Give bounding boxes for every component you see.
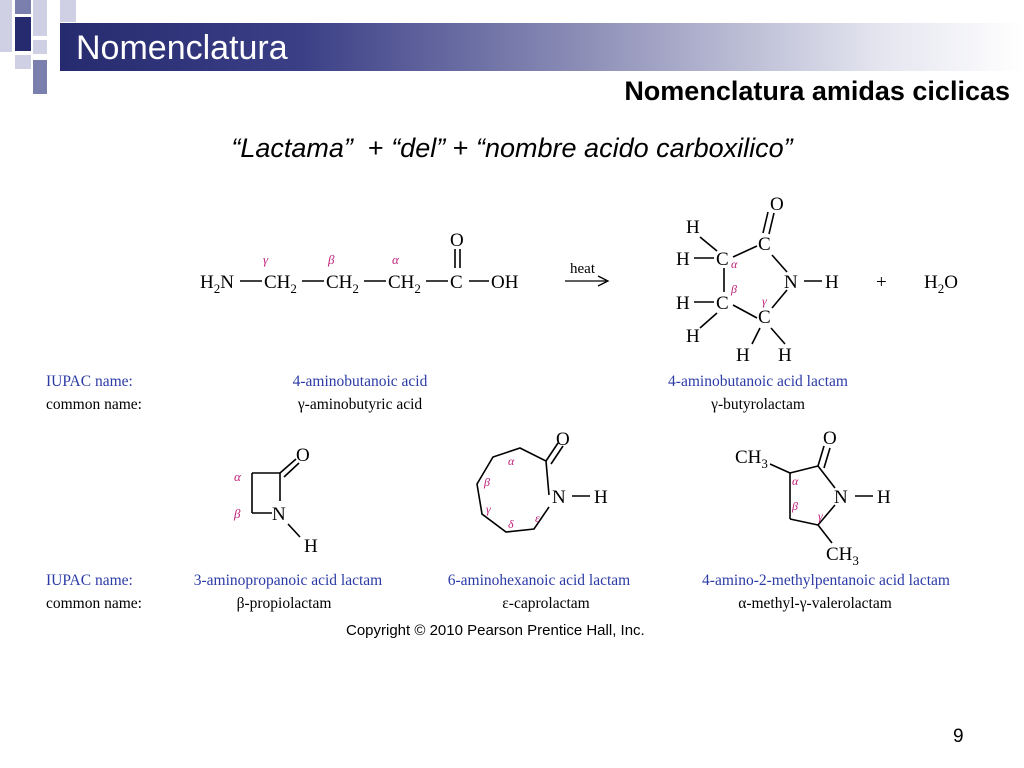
svg-text:ε: ε	[535, 511, 540, 525]
example-common-name: ε-caprolactam	[502, 595, 589, 612]
svg-text:γ: γ	[818, 509, 823, 523]
product-common-name: γ-butyrolactam	[710, 396, 805, 413]
reactant-common-name: γ-aminobutyric acid	[297, 396, 423, 413]
svg-text:O: O	[823, 428, 837, 449]
caprolactam-structure: O N H α β γ δ ε	[476, 429, 608, 533]
common-label: common name:	[46, 396, 142, 413]
iupac-label: IUPAC name:	[46, 373, 133, 390]
example-names: IUPAC name: common name: 3-aminopropanoi…	[46, 572, 950, 612]
example-iupac-name: 3-aminopropanoic acid lactam	[194, 572, 383, 589]
svg-text:CH3: CH3	[826, 544, 859, 568]
svg-text:O: O	[556, 429, 570, 450]
svg-text:N: N	[552, 487, 566, 508]
slide-subtitle: Nomenclatura amidas ciclicas	[624, 76, 1010, 106]
copyright-notice: Copyright © 2010 Pearson Prentice Hall, …	[346, 622, 645, 639]
product-iupac-name: 4-aminobutanoic acid lactam	[668, 373, 848, 390]
svg-text:CH3: CH3	[735, 447, 768, 471]
svg-text:C: C	[716, 249, 729, 270]
example-iupac-name: 6-aminohexanoic acid lactam	[448, 572, 630, 589]
svg-text:γ: γ	[486, 502, 491, 516]
formula-plus: +	[367, 133, 384, 163]
formula-lactama: “Lactama”	[231, 133, 353, 163]
svg-text:H: H	[686, 217, 700, 238]
title-bar	[60, 23, 1024, 71]
svg-text:N: N	[784, 272, 798, 293]
reaction-arrow: heat	[565, 261, 610, 287]
propiolactam-structure: O N H α β	[233, 445, 318, 557]
naming-formula: “Lactama” + “del” + “nombre acido carbox…	[0, 133, 1024, 164]
svg-text:H2N: H2N	[200, 272, 234, 296]
svg-text:H: H	[676, 293, 690, 314]
reactant-structure: H2N CH2 CH2 CH2 C OH O γ β α	[200, 230, 519, 296]
valerolactam-structure: O N H CH3 CH3 α β γ	[735, 428, 891, 568]
svg-text:α: α	[508, 454, 515, 468]
svg-text:O: O	[450, 230, 464, 251]
svg-text:H: H	[778, 345, 792, 366]
svg-text:CH2: CH2	[264, 272, 297, 296]
svg-text:β: β	[791, 499, 798, 513]
svg-text:β: β	[730, 282, 737, 296]
title-decoration	[0, 0, 76, 94]
svg-text:H: H	[304, 536, 318, 557]
svg-text:N: N	[834, 487, 848, 508]
svg-text:α: α	[731, 257, 738, 271]
example-common-name: β-propiolactam	[237, 595, 332, 612]
reaction-names: IUPAC name: common name: 4-aminobutanoic…	[46, 373, 848, 413]
svg-text:β: β	[233, 506, 241, 521]
formula-acid-name: “nombre acido carboxilico”	[476, 133, 793, 163]
svg-text:C: C	[758, 307, 771, 328]
svg-text:C: C	[758, 234, 771, 255]
svg-text:N: N	[272, 504, 286, 525]
svg-text:β: β	[327, 252, 335, 267]
svg-text:C: C	[450, 272, 463, 293]
svg-text:H2O: H2O	[924, 272, 958, 296]
svg-text:C: C	[716, 293, 729, 314]
svg-text:α: α	[792, 474, 799, 488]
chemistry-figure: H2N CH2 CH2 CH2 C OH O γ β α heat O C	[46, 194, 958, 612]
svg-text:H: H	[825, 272, 839, 293]
arrow-label: heat	[570, 261, 596, 277]
common-label: common name:	[46, 595, 142, 612]
svg-text:CH2: CH2	[326, 272, 359, 296]
svg-text:α: α	[234, 469, 242, 484]
svg-text:H: H	[686, 326, 700, 347]
iupac-label: IUPAC name:	[46, 572, 133, 589]
example-common-name: α-methyl-γ-valerolactam	[738, 595, 892, 612]
svg-text:γ: γ	[762, 294, 767, 308]
formula-del: “del”	[391, 133, 446, 163]
svg-text:δ: δ	[508, 517, 514, 531]
product-structure: O C C N C C H H H H H H H α β γ + H2O	[676, 194, 958, 366]
page-number: 9	[953, 726, 964, 747]
svg-text:H: H	[877, 487, 891, 508]
svg-text:H: H	[594, 487, 608, 508]
svg-text:β: β	[483, 475, 490, 489]
reactant-iupac-name: 4-aminobutanoic acid	[293, 373, 428, 390]
svg-text:α: α	[392, 252, 400, 267]
svg-text:H: H	[736, 345, 750, 366]
svg-text:OH: OH	[491, 272, 519, 293]
svg-text:γ: γ	[263, 252, 269, 267]
svg-text:H: H	[676, 249, 690, 270]
example-iupac-name: 4-amino-2-methylpentanoic acid lactam	[702, 572, 950, 589]
formula-plus: +	[452, 133, 469, 163]
slide-title: Nomenclatura	[76, 29, 288, 67]
byproduct-plus: +	[876, 272, 887, 293]
svg-text:O: O	[770, 194, 784, 215]
svg-text:O: O	[296, 445, 310, 466]
svg-text:CH2: CH2	[388, 272, 421, 296]
